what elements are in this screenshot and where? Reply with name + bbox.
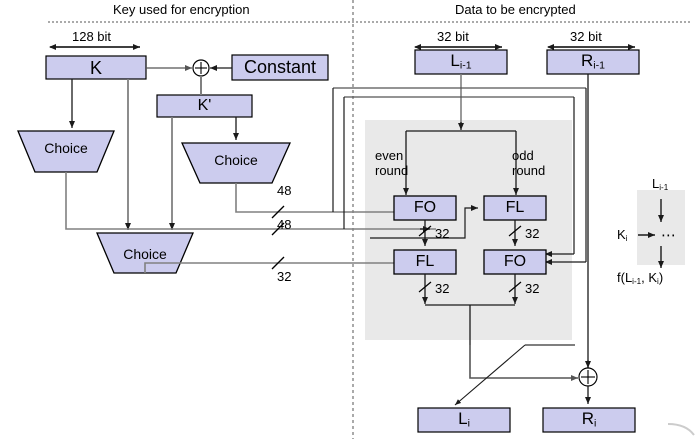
- corner-arc: [667, 423, 695, 436]
- choice-mid-label: Choice: [214, 152, 258, 168]
- dimension-128bit-label: 128 bit: [72, 29, 112, 44]
- input-left-label: Li-1: [450, 51, 472, 72]
- kprime-box-label: K': [197, 97, 212, 114]
- odd-round-label: odd round: [512, 148, 546, 178]
- choice-left-label: Choice: [44, 140, 88, 156]
- fl-left-box: [393, 249, 457, 275]
- output-right-label: Ri: [581, 409, 597, 430]
- legend-input-label: Li-1: [652, 176, 669, 192]
- title-left: Key used for encryption: [113, 2, 250, 17]
- round-panel-background: [365, 120, 572, 340]
- fl-right-box: [483, 195, 547, 221]
- output-right-box: [542, 407, 636, 433]
- bus-slash-48a: [271, 205, 285, 219]
- fl-right-label: FL: [505, 199, 525, 216]
- title-right: Data to be encrypted: [455, 2, 576, 17]
- legend-ellipsis-icon: ⋯: [661, 227, 676, 244]
- input-left-box: [414, 49, 508, 75]
- dimension-32bit-left-label: 32 bit: [437, 29, 469, 44]
- fo-left-label: FO: [413, 199, 437, 216]
- choice-bottom-label: Choice: [123, 246, 167, 262]
- bus-label-32-b: 32: [525, 226, 540, 241]
- bus-label-48-top: 48: [277, 183, 292, 198]
- input-right-box: [546, 49, 640, 75]
- bus-label-32-d: 32: [525, 281, 540, 296]
- bus-label-32-a: 32: [435, 226, 450, 241]
- fo-right-label: FO: [503, 253, 527, 270]
- choice-mid-shape: [180, 142, 292, 184]
- key-box-label: K: [89, 58, 102, 78]
- bus-label-32-c: 32: [435, 281, 450, 296]
- even-round-label: even round: [375, 148, 409, 178]
- legend-result-label: f(Li-1, Ki): [617, 270, 664, 286]
- legend-key-label: Ki: [617, 227, 628, 243]
- bus-slash-48b: [271, 222, 285, 236]
- bus-slash-32l: [271, 256, 285, 270]
- bus-label-48-bottom: 48: [277, 217, 292, 232]
- dimension-32bit-right-label: 32 bit: [570, 29, 602, 44]
- output-left-label: Li: [458, 409, 470, 430]
- output-left-box: [417, 407, 511, 433]
- constant-box-label: Constant: [243, 57, 317, 77]
- input-right-label: Ri-1: [581, 51, 605, 72]
- fl-left-label: FL: [415, 253, 435, 270]
- bus-label-32-left: 32: [277, 269, 292, 284]
- kprime-box: [156, 94, 253, 118]
- choice-left-shape: [17, 130, 115, 173]
